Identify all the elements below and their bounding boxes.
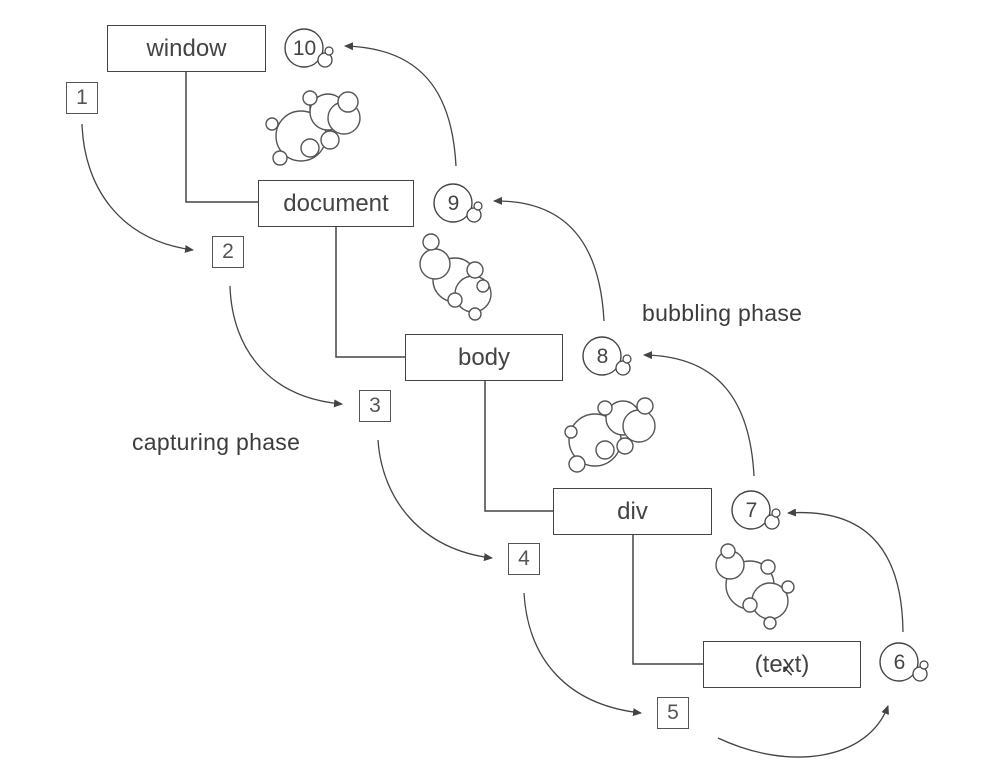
bubble-step-7: 7 (731, 490, 783, 538)
node-window: window (107, 25, 266, 72)
capture-arrow (377, 439, 493, 562)
bubble-step-label: 6 (893, 650, 906, 674)
capture-arrow (523, 592, 642, 717)
capture-arrow (229, 285, 343, 408)
bubble-step-8: 8 (582, 336, 634, 384)
molecule-icon (419, 233, 492, 321)
bubble-arrow (643, 351, 755, 477)
capture-arrow (717, 705, 889, 758)
capture-arrow (81, 123, 194, 253)
node-text: (text) (703, 641, 861, 688)
tree-connector (185, 72, 258, 203)
tree-connector (335, 227, 405, 358)
molecule-icon (265, 90, 361, 166)
capture-step-2: 2 (212, 236, 244, 268)
bubble-step-label: 8 (596, 344, 609, 368)
capturing-phase-label: capturing phase (132, 429, 301, 455)
tree-connector (632, 535, 703, 665)
bubble-step-6: 6 (879, 642, 931, 690)
node-document: document (258, 180, 414, 227)
capture-step-3: 3 (359, 390, 391, 422)
molecule-icon (564, 397, 656, 473)
bubble-step-label: 10 (292, 36, 317, 60)
molecule-icon (715, 543, 795, 630)
bubble-step-10: 10 (284, 28, 336, 76)
bubbling-phase-label: bubbling phase (642, 300, 803, 326)
bubble-step-9: 9 (433, 183, 485, 231)
bubble-arrow (493, 196, 605, 322)
bubble-arrow (344, 42, 457, 167)
mouse-cursor-icon: ↖ (781, 663, 795, 680)
capture-step-1: 1 (66, 82, 98, 114)
node-body: body (405, 334, 563, 381)
capture-step-5: 5 (657, 697, 689, 729)
bubble-step-label: 9 (447, 191, 460, 215)
capture-step-4: 4 (508, 543, 540, 575)
bubble-arrow (787, 508, 904, 633)
tree-connector (484, 380, 553, 512)
node-div: div (553, 488, 712, 535)
bubble-step-label: 7 (745, 498, 758, 522)
